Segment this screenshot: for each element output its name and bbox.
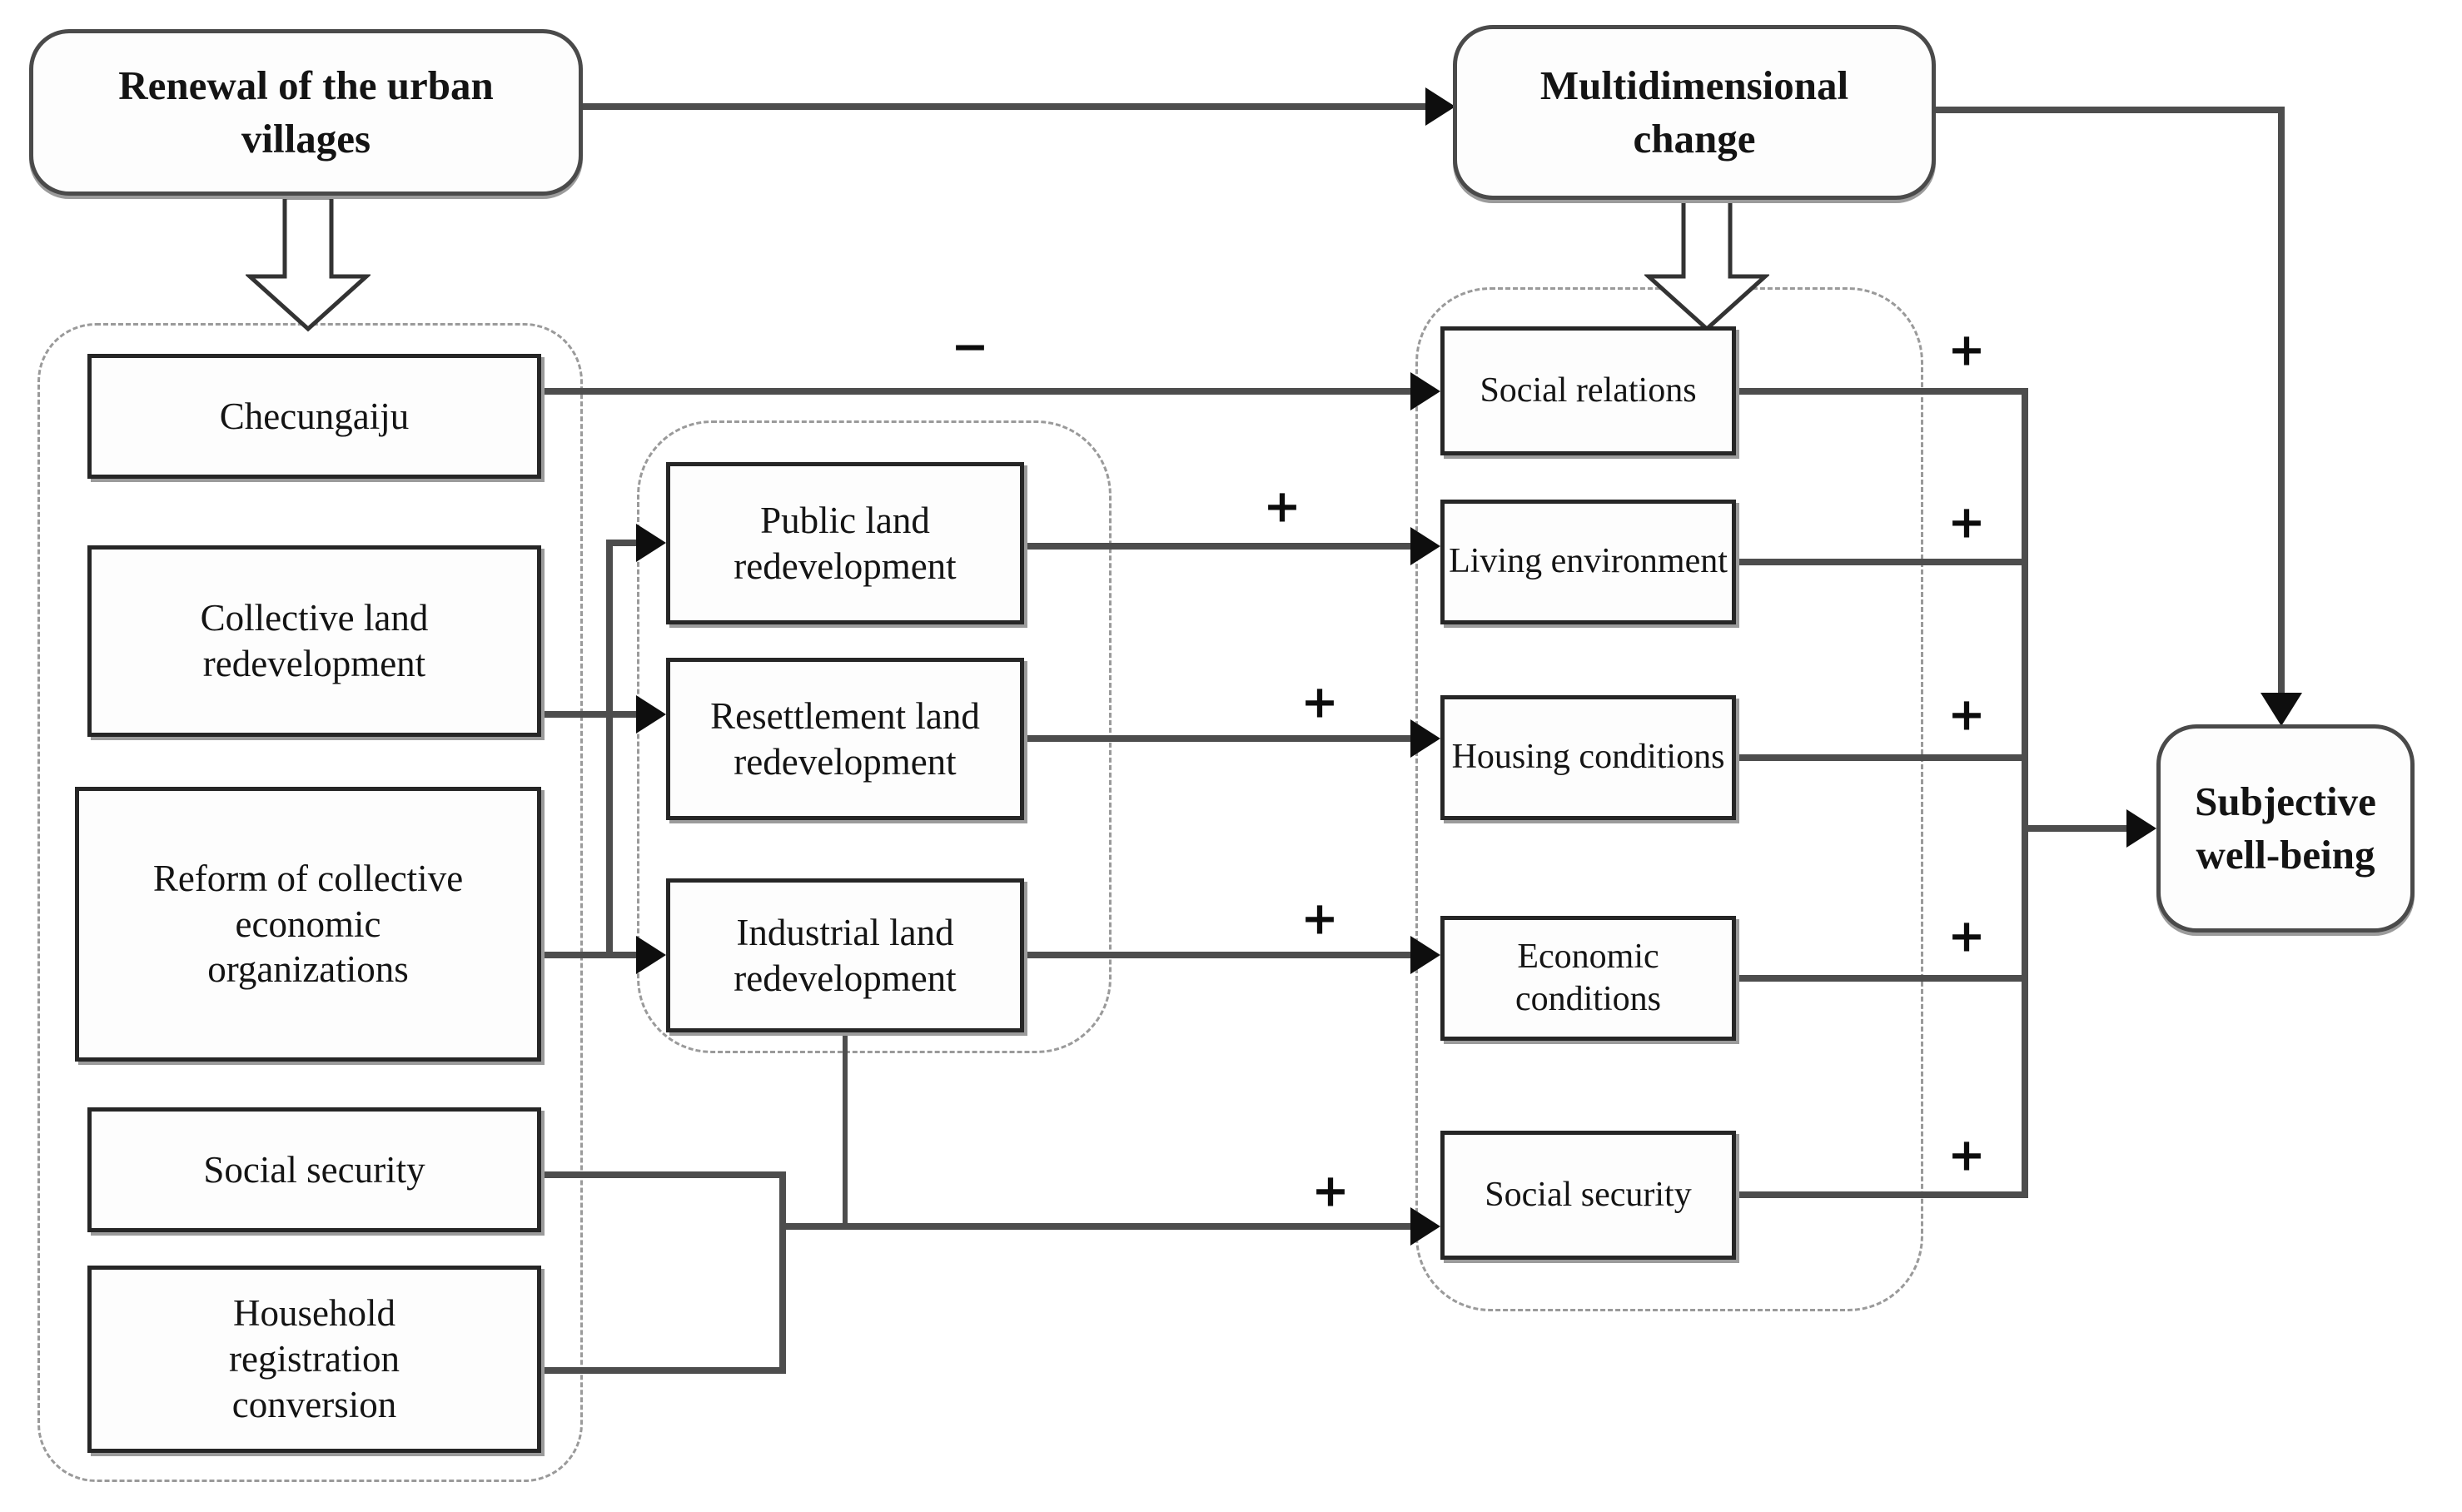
node-industrial-land-redevelopment-label: Industrial land — [736, 911, 954, 953]
node-housing-conditions-label: Housing conditions — [1451, 738, 1725, 777]
sign-plus-housing: + — [1301, 675, 1339, 729]
node-housing-conditions: Housing conditions — [1440, 695, 1736, 820]
edge-merge-spine-vertical — [2022, 388, 2028, 1198]
node-industrial-land-redevelopment-label: redevelopment — [734, 957, 957, 999]
edge-bottom-line-to-social-security — [783, 1223, 1410, 1230]
node-living-environment: Living environment — [1440, 500, 1736, 624]
edge-social-relations-out — [1736, 388, 2028, 395]
sign-plus-economic: + — [1301, 892, 1339, 945]
node-checungaiju: Checungaiju — [87, 354, 541, 479]
edge-resettlement-to-housing — [1024, 735, 1410, 742]
edge-social-security-left-out — [541, 1171, 784, 1178]
node-economic-conditions: Economic conditions — [1440, 916, 1736, 1041]
ah-into-subjective-left — [2126, 809, 2156, 848]
edge-checungaiju-to-social-relations — [541, 388, 1412, 395]
edge-industrial-down — [843, 1032, 848, 1230]
edge-social-security-right-out — [1736, 1191, 2028, 1198]
node-living-environment-label: Living environment — [1449, 542, 1728, 581]
node-renewal-label: Renewal of the urban — [118, 62, 494, 109]
node-checungaiju-label: Checungaiju — [219, 395, 410, 437]
node-multidimensional: Multidimensional change — [1453, 25, 1936, 200]
ah-into-social-relations — [1410, 372, 1440, 410]
edge-merge-to-subjective — [2028, 825, 2126, 832]
node-social-security-left-label: Social security — [203, 1148, 425, 1191]
node-social-security-left: Social security — [87, 1107, 541, 1232]
edge-bracket-vertical — [779, 1171, 786, 1374]
sign-plus-economic-out: + — [1947, 909, 1986, 962]
node-collective-land-redevelopment-label: redevelopment — [202, 643, 426, 684]
node-public-land-redevelopment-label: Public land — [760, 499, 930, 541]
node-multidimensional-label: change — [1633, 116, 1756, 162]
node-subjective-well-being-label: Subjective — [2195, 778, 2376, 825]
node-resettlement-land-redevelopment-label: Resettlement land — [710, 694, 980, 737]
edge-industrial-to-economic — [1024, 952, 1410, 958]
edge-multidimensional-out-horizontal — [1936, 107, 2285, 113]
ah-into-living — [1410, 527, 1440, 565]
edge-economic-out — [1736, 975, 2028, 982]
node-public-land-redevelopment-label: redevelopment — [734, 545, 957, 587]
node-renewal: Renewal of the urban villages — [29, 29, 583, 196]
ah-into-subjective-top — [2261, 693, 2302, 726]
edge-reform-to-industrial — [541, 952, 638, 958]
edge-collective-to-resettlement — [541, 711, 638, 718]
node-resettlement-land-redevelopment-label: redevelopment — [734, 740, 957, 783]
node-multidimensional-label: Multidimensional — [1539, 62, 1849, 109]
sign-plus-housing-out: + — [1947, 688, 1986, 741]
sign-plus-social-relations-out: + — [1947, 323, 1986, 376]
edge-renewal-to-multidimensional — [583, 103, 1425, 110]
ah-into-resettlement — [636, 695, 666, 734]
edge-household-out — [541, 1367, 784, 1374]
node-household-registration-conversion-label: registration — [229, 1338, 400, 1380]
edge-spine-to-public — [613, 540, 638, 546]
sign-plus-living-out: + — [1947, 495, 1986, 549]
node-subjective-well-being-label: well-being — [2196, 832, 2375, 878]
node-economic-conditions-label: Economic conditions — [1515, 937, 1661, 1018]
edge-housing-out — [1736, 754, 2028, 761]
node-social-relations-label: Social relations — [1480, 371, 1697, 410]
node-reform-collective-economic-organizations-label: economic — [235, 903, 381, 945]
ah-into-social-security-right — [1410, 1207, 1440, 1246]
node-household-registration-conversion-label: conversion — [231, 1383, 397, 1425]
node-social-relations: Social relations — [1440, 326, 1736, 455]
node-social-security-right-label: Social security — [1485, 1175, 1692, 1214]
ah-into-economic — [1410, 936, 1440, 974]
node-renewal-label: villages — [241, 116, 371, 162]
edge-living-out — [1736, 559, 2028, 565]
ah-into-industrial — [636, 936, 666, 974]
ah-into-public — [636, 524, 666, 562]
sign-plus-bottom: + — [1311, 1164, 1350, 1217]
sign-minus-social-relations: − — [951, 320, 989, 373]
sign-plus-social-security-out: + — [1947, 1128, 1986, 1181]
edge-middle-spine-vertical — [606, 540, 613, 958]
node-collective-land-redevelopment-label: Collective land — [200, 597, 429, 639]
node-household-registration-conversion-label: Household — [233, 1292, 395, 1335]
node-subjective-well-being: Subjective well-being — [2156, 724, 2415, 933]
node-reform-collective-economic-organizations-label: organizations — [207, 948, 409, 991]
ah-into-housing — [1410, 719, 1440, 758]
edge-public-to-living — [1024, 543, 1410, 550]
ah-into-multidimensional — [1425, 87, 1455, 126]
node-social-security-right: Social security — [1440, 1131, 1736, 1260]
node-reform-collective-economic-organizations-label: Reform of collective — [152, 857, 464, 899]
block-arrow-under-renewal — [244, 194, 372, 332]
edge-multidimensional-out-vertical — [2278, 107, 2285, 693]
sign-plus-living: + — [1263, 480, 1301, 533]
block-arrow-under-multidimensional — [1643, 194, 1771, 332]
